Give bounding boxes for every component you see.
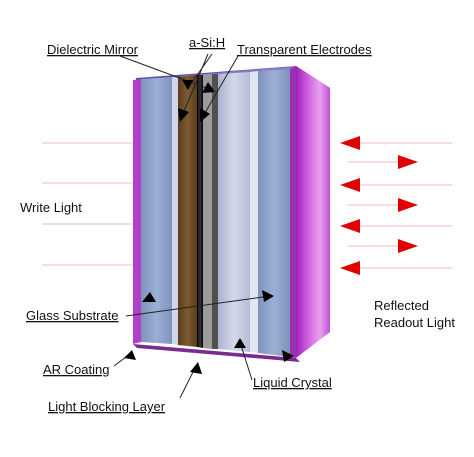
leader-a-si-h-2: [187, 53, 213, 89]
dielectric-mirror-layer: [203, 74, 212, 349]
light-blocking-layer: [197, 75, 203, 348]
pointer-light-blocking: [190, 362, 202, 374]
label-liquid-crystal: Liquid Crystal: [253, 375, 332, 390]
pointer-a-si-h: [178, 108, 189, 122]
pointer-glass-substrate-right: [262, 290, 274, 302]
readout-light-arrow: [398, 198, 418, 212]
liquid-crystal-layer: [218, 72, 250, 352]
leader-liquid-crystal: [239, 341, 253, 381]
glass-substrate-rear: [258, 69, 290, 357]
pointer-glass-substrate-left: [142, 292, 156, 302]
device-block: [133, 66, 330, 362]
labels: Dielectric Mirror a-Si:H Transparent Ele…: [20, 35, 455, 414]
label-a-si-h: a-Si:H: [189, 35, 225, 50]
pointer-ar-coating-left: [124, 350, 136, 360]
leader-a-si-h-1: [181, 53, 209, 117]
device-side-face: [296, 66, 330, 358]
label-readout-light: Readout Light: [374, 315, 455, 330]
label-glass-substrate: Glass Substrate: [26, 308, 119, 323]
transparent-electrode-right: [250, 71, 258, 353]
ar-coating-left: [133, 79, 141, 344]
readout-light-arrow: [398, 155, 418, 169]
leader-dielectric-mirror: [119, 55, 213, 91]
pointer-arrowheads: [124, 80, 294, 374]
transparent-electrode-left: [172, 77, 178, 345]
pointer-dielectric-mirror: [202, 82, 215, 93]
label-dielectric-mirror: Dielectric Mirror: [47, 42, 139, 57]
dielectric-mirror-layer-dark: [212, 74, 218, 349]
pointer-ar-coating-right: [282, 350, 294, 362]
ar-coating-right: [290, 66, 296, 358]
device-bottom-face: [133, 344, 300, 362]
label-light-blocking-layer: Light Blocking Layer: [48, 399, 166, 414]
readout-light-arrow: [398, 239, 418, 253]
label-transparent-electrodes: Transparent Electrodes: [237, 42, 372, 57]
pointer-transparent-electrode: [200, 108, 210, 122]
pointer-liquid-crystal: [234, 338, 246, 348]
readout-light-arrow: [340, 136, 360, 150]
leader-glass-substrate-right: [125, 295, 271, 317]
a-si-h-layer: [178, 75, 197, 347]
readout-light-arrow: [340, 261, 360, 275]
readout-light-arrow: [340, 219, 360, 233]
leader-transparent-electrodes: [201, 55, 239, 119]
label-ar-coating: AR Coating: [43, 362, 109, 377]
glass-substrate-front: [141, 77, 172, 344]
label-reflected: Reflected: [374, 298, 429, 313]
label-write-light: Write Light: [20, 200, 82, 215]
pointer-a-si-h-2: [182, 80, 193, 90]
readout-light-beams: [340, 136, 452, 275]
readout-light-arrow: [340, 178, 360, 192]
